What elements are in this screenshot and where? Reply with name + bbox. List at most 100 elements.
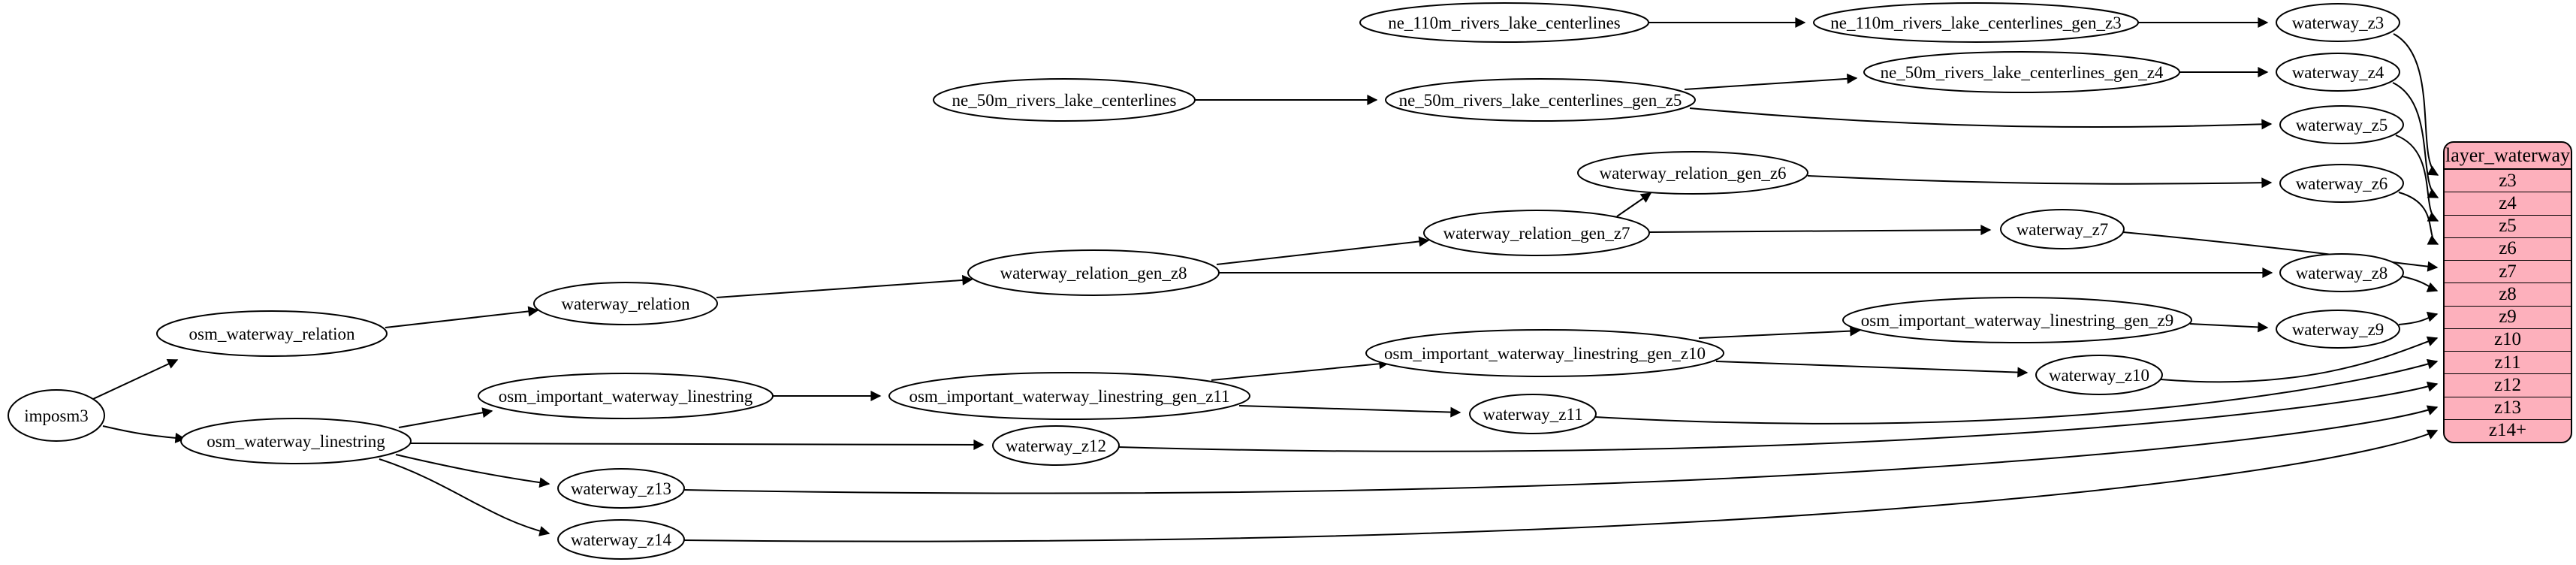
- edge-gen-z10-to-waterway-z10: [1715, 361, 2029, 378]
- node-waterway-z11: waterway_z11: [1469, 394, 1597, 434]
- node-label: osm_important_waterway_linestring_gen_z9: [1861, 311, 2173, 330]
- node-osm-important-waterway-linestring-gen-z10: osm_important_waterway_linestring_gen_z1…: [1365, 329, 1724, 377]
- node-label: waterway_z12: [1006, 437, 1106, 455]
- table-row-z3: z3: [2445, 170, 2571, 193]
- node-osm-important-waterway-linestring-gen-z11: osm_important_waterway_linestring_gen_z1…: [888, 372, 1250, 420]
- node-waterway-z5: waterway_z5: [2279, 105, 2404, 144]
- table-row-z4: z4: [2445, 192, 2571, 216]
- edge-gen-z7-to-gen-z6: [1616, 192, 1652, 217]
- node-label: osm_important_waterway_linestring_gen_z1…: [1384, 344, 1706, 363]
- edge-gen-z10-to-gen-z9: [1698, 325, 1861, 339]
- table-row-z13: z13: [2445, 397, 2571, 420]
- node-label: waterway_relation_gen_z6: [1599, 164, 1786, 183]
- table-row-z5: z5: [2445, 216, 2571, 238]
- edge-waterway-z14-to-row-z14plus: [683, 429, 2439, 542]
- node-label: ne_110m_rivers_lake_centerlines: [1388, 14, 1621, 32]
- node-waterway-z14: waterway_z14: [557, 519, 685, 560]
- node-label: waterway_z5: [2296, 116, 2388, 134]
- node-waterway-z12: waterway_z12: [992, 425, 1120, 466]
- table-row-z6: z6: [2445, 238, 2571, 261]
- table-row-z7: z7: [2445, 261, 2571, 284]
- edge-gen-z7-to-waterway-z7: [1648, 225, 1992, 236]
- node-ne-50m-rivers-lake-centerlines: ne_50m_rivers_lake_centerlines: [933, 78, 1196, 122]
- node-ne-50m-rivers-lake-centerlines-gen-z4: ne_50m_rivers_lake_centerlines_gen_z4: [1863, 51, 2180, 93]
- table-row-z10: z10: [2445, 329, 2571, 352]
- node-label: waterway_z4: [2292, 63, 2384, 82]
- table-row-z11: z11: [2445, 352, 2571, 375]
- node-label: osm_waterway_relation: [189, 325, 355, 343]
- node-label: osm_important_waterway_linestring_gen_z1…: [909, 387, 1229, 406]
- table-row-z8: z8: [2445, 283, 2571, 307]
- edge-osm-waterway-linestring-to-osm-important-waterway-linestring: [398, 407, 493, 428]
- edge-waterway-z11-to-row-z11: [1594, 358, 2439, 425]
- edge-osm-waterway-linestring-to-waterway-z14: [379, 458, 550, 536]
- node-waterway-z10: waterway_z10: [2035, 355, 2163, 395]
- edge-gen-z8-to-gen-z7: [1216, 236, 1430, 265]
- node-label: waterway_z8: [2296, 264, 2388, 282]
- edge-waterway-z4-to-row-z4: [2392, 82, 2439, 198]
- node-ne-110m-rivers-lake-centerlines: ne_110m_rivers_lake_centerlines: [1359, 2, 1649, 43]
- edge-waterway-relation-to-gen-z8: [716, 274, 973, 298]
- edge-gen-z9-to-waterway-z9: [2189, 322, 2269, 333]
- node-label: waterway_relation: [561, 295, 690, 313]
- node-imposm3: imposm3: [8, 389, 105, 442]
- node-waterway-relation-gen-z8: waterway_relation_gen_z8: [967, 249, 1220, 296]
- table-row-z9: z9: [2445, 307, 2571, 329]
- edge-imposm3-to-osm-waterway-relation: [92, 358, 179, 400]
- node-label: ne_50m_rivers_lake_centerlines: [952, 91, 1177, 110]
- edge-osm-waterway-linestring-to-waterway-z12: [410, 439, 985, 450]
- node-waterway-relation-gen-z7: waterway_relation_gen_z7: [1423, 210, 1650, 256]
- node-label: ne_50m_rivers_lake_centerlines_gen_z5: [1399, 91, 1682, 110]
- node-ne-110m-rivers-lake-centerlines-gen-z3: ne_110m_rivers_lake_centerlines_gen_z3: [1813, 2, 2139, 43]
- edge-waterway-z12-to-row-z12: [1118, 381, 2439, 452]
- node-osm-important-waterway-linestring: osm_important_waterway_linestring: [478, 373, 774, 419]
- edge-waterway-z7-to-row-z7: [2122, 231, 2439, 272]
- edge-osm-waterway-linestring-to-waterway-z13: [395, 454, 550, 488]
- edge-waterway-z5-to-row-z5: [2395, 134, 2439, 222]
- node-label: waterway_z13: [571, 479, 671, 498]
- node-osm-important-waterway-linestring-gen-z9: osm_important_waterway_linestring_gen_z9: [1842, 297, 2192, 343]
- node-label: waterway_relation_gen_z7: [1443, 224, 1630, 243]
- edge-waterway-z13-to-row-z13: [683, 405, 2439, 494]
- edges: [92, 17, 2439, 542]
- edge-osm-waterway-relation-to-waterway-relation: [385, 306, 539, 328]
- node-label: waterway_z14: [571, 530, 672, 549]
- node-label: osm_important_waterway_linestring: [499, 387, 753, 406]
- node-ne-50m-rivers-lake-centerlines-gen-z5: ne_50m_rivers_lake_centerlines_gen_z5: [1385, 78, 1696, 122]
- node-waterway-relation-gen-z6: waterway_relation_gen_z6: [1577, 151, 1808, 195]
- node-label: waterway_z10: [2049, 366, 2149, 385]
- node-waterway-z13: waterway_z13: [557, 468, 685, 509]
- layer-waterway-table-title: layer_waterway: [2445, 143, 2571, 170]
- node-waterway-z7: waterway_z7: [2000, 209, 2125, 249]
- edge-waterway-z3-to-row-z3: [2393, 33, 2439, 176]
- node-label: waterway_z6: [2296, 174, 2388, 193]
- node-label: waterway_z9: [2292, 320, 2384, 339]
- node-waterway-relation: waterway_relation: [533, 282, 718, 325]
- edge-waterway-z9-to-row-z9: [2398, 311, 2439, 325]
- edge-waterway-z6-to-row-z6: [2398, 192, 2439, 245]
- node-label: imposm3: [24, 406, 89, 425]
- layer-waterway-table: layer_waterway z3 z4 z5 z6 z7 z8 z9 z10 …: [2443, 141, 2572, 443]
- edge-ne50m-gen-z5-to-waterway-z5: [1689, 107, 2273, 130]
- node-label: ne_110m_rivers_lake_centerlines_gen_z3: [1830, 14, 2121, 32]
- edge-ne50m-gen-z5-to-ne50m-gen-z4: [1684, 73, 1858, 90]
- node-waterway-z9: waterway_z9: [2276, 310, 2400, 349]
- edge-gen-z6-to-waterway-z6: [1807, 175, 2273, 189]
- table-row-z12: z12: [2445, 374, 2571, 397]
- node-label: osm_waterway_linestring: [207, 432, 385, 451]
- node-label: waterway_relation_gen_z8: [1000, 264, 1187, 282]
- edge-imposm3-to-osm-waterway-linestring: [102, 425, 186, 443]
- node-label: ne_50m_rivers_lake_centerlines_gen_z4: [1881, 63, 2164, 82]
- edge-gen-z11-to-waterway-z11: [1238, 405, 1461, 418]
- node-label: waterway_z3: [2292, 14, 2384, 32]
- node-waterway-z8: waterway_z8: [2279, 253, 2404, 292]
- node-waterway-z3: waterway_z3: [2276, 3, 2400, 42]
- node-osm-waterway-relation: osm_waterway_relation: [156, 310, 388, 357]
- edge-waterway-z10-to-row-z10: [2160, 336, 2439, 383]
- node-label: waterway_z7: [2016, 220, 2109, 239]
- table-row-z14plus: z14+: [2488, 420, 2527, 441]
- node-waterway-z6: waterway_z6: [2279, 164, 2404, 203]
- node-label: waterway_z11: [1483, 405, 1582, 424]
